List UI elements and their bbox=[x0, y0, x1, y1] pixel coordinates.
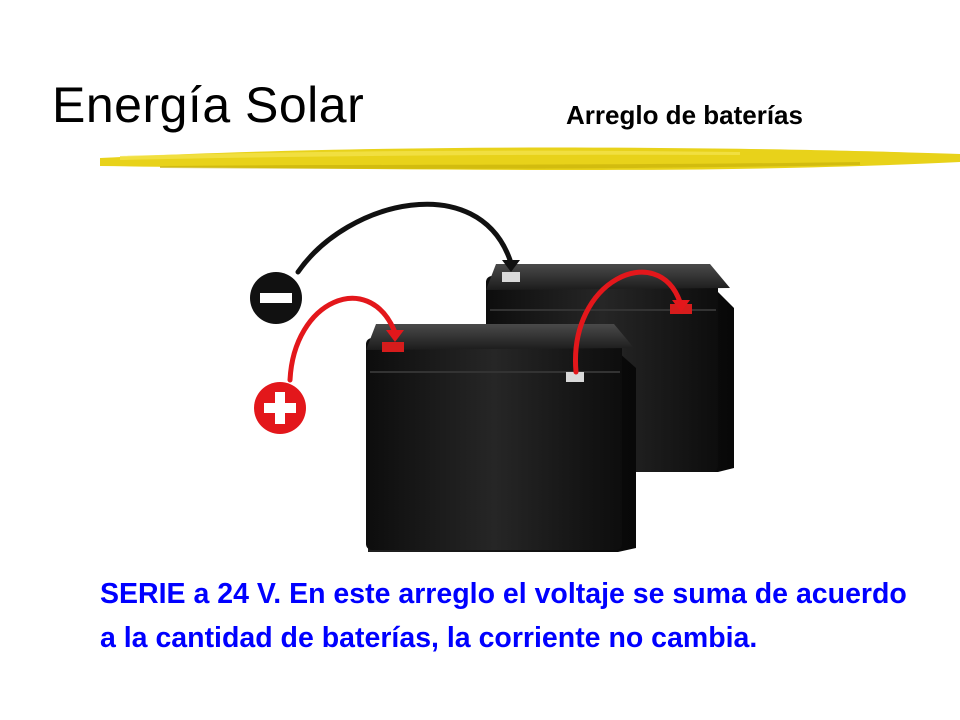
positive-wire bbox=[287, 295, 397, 383]
terminal-front-positive bbox=[382, 342, 404, 352]
title-underline-brush bbox=[100, 147, 960, 170]
minus-sign-icon bbox=[250, 272, 302, 324]
slide-title: Energía Solar bbox=[52, 77, 365, 133]
terminal-front-negative bbox=[566, 372, 584, 382]
terminal-back-negative bbox=[502, 272, 520, 282]
series-link-wire bbox=[573, 269, 683, 375]
battery-front bbox=[366, 324, 636, 552]
battery-series-illustration bbox=[250, 201, 734, 552]
slide-body-text: SERIE a 24 V. En este arreglo el voltaje… bbox=[100, 578, 907, 654]
plus-sign-icon bbox=[254, 382, 306, 434]
negative-wire bbox=[295, 201, 513, 275]
slide-subtitle: Arreglo de baterías bbox=[566, 100, 803, 130]
